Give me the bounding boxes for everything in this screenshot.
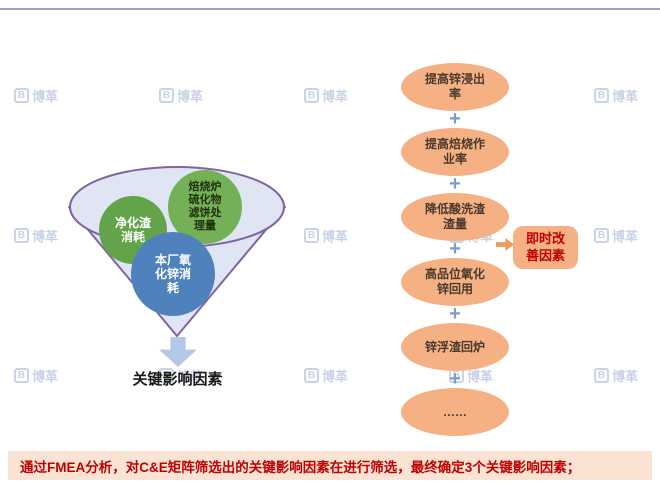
watermark-text: 博革 [612, 89, 639, 104]
watermark-logo-icon: B [594, 88, 609, 103]
watermark-text: 博革 [612, 369, 639, 384]
factor-ellipse: 提高焙烧作 业率 [401, 128, 509, 176]
footer-note-bar: 通过FMEA分析，对C&E矩阵筛选出的关键影响因素在进行筛选，最终确定3个关键影… [8, 451, 652, 480]
watermark-text: 博革 [612, 229, 639, 244]
circle-zinc-oxide-consumption: 本厂氧 化锌消 耗 [131, 232, 215, 316]
watermark-logo-icon: B [159, 368, 174, 383]
watermark-text: 博革 [32, 229, 59, 244]
footer-note-text: 通过FMEA分析，对C&E矩阵筛选出的关键影响因素在进行筛选，最终确定3个关键影… [20, 459, 581, 475]
key-factors-title: 关键影响因素 [132, 371, 223, 388]
watermark-logo-icon: B [14, 88, 29, 103]
watermark-logo-icon: B [304, 368, 319, 383]
factor-ellipse: 锌浮渣回炉 [401, 323, 509, 371]
watermark-logo-icon: B [304, 88, 319, 103]
factor-ellipse: 提高锌浸出 率 [401, 63, 509, 111]
watermark-logo-icon: B [14, 228, 29, 243]
watermark-text: 博革 [322, 229, 349, 244]
factor-ellipse: 高品位氧化 锌回用 [401, 258, 509, 306]
watermark-text: 博革 [322, 89, 349, 104]
watermark-text: 博革 [32, 89, 59, 104]
watermark-text: 博革 [177, 369, 204, 384]
watermark-logo-icon: B [594, 228, 609, 243]
watermark-logo-icon: B [159, 88, 174, 103]
plus-icon: + [449, 108, 461, 130]
watermark-logo-icon: B [594, 368, 609, 383]
plus-icon: + [449, 238, 461, 260]
plus-icon: + [449, 368, 461, 390]
watermark-text: 博革 [177, 89, 204, 104]
top-border-line [0, 8, 660, 10]
factor-ellipse: …… [401, 388, 509, 436]
plus-icon: + [449, 173, 461, 195]
circle-purification-residue: 净化渣 消耗 [99, 196, 167, 264]
watermark-text: 博革 [467, 369, 494, 384]
immediate-improvement-box: 即时改 善因素 [513, 226, 578, 269]
watermark-text: 博革 [32, 369, 59, 384]
watermark-logo-icon: B [14, 368, 29, 383]
factor-chain: 提高锌浸出 率 + 提高焙烧作 业率 + 降低酸洗渣 渣量 + 高品位氧化 锌回… [400, 63, 510, 436]
watermark-logo-icon: B [304, 228, 319, 243]
plus-icon: + [449, 303, 461, 325]
circle-roaster-filter-cake: 焙烧炉 硫化物 滤饼处 理量 [168, 170, 242, 244]
factor-ellipse: 降低酸洗渣 渣量 [401, 193, 509, 241]
watermark-text: 博革 [322, 369, 349, 384]
